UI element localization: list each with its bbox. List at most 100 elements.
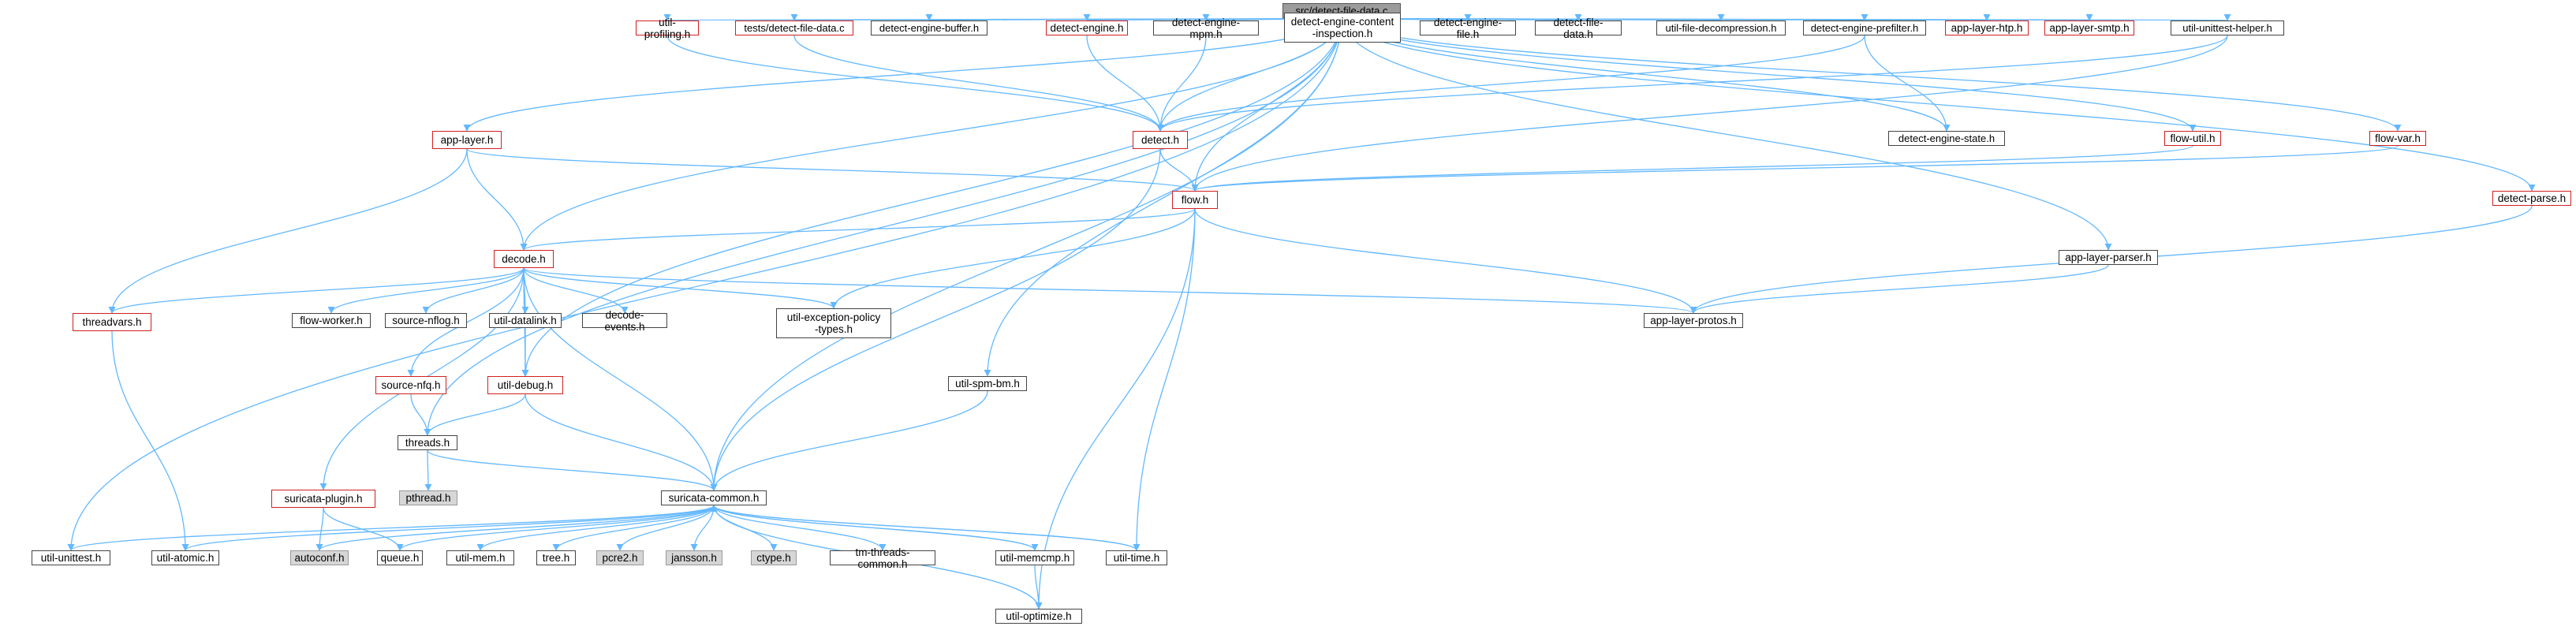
edge-app_layer-to-flow (466, 148, 1199, 192)
node-detect-file-data-h[interactable]: detect-file-data.h (1535, 17, 1622, 40)
node-suricata-common-h[interactable]: suricata-common.h (661, 490, 767, 505)
node-util-mem-h[interactable]: util-mem.h (446, 550, 514, 565)
edge-app_layer_parser-to-app_layer_protos (1689, 264, 2109, 314)
node-detect-engine-buffer-h[interactable]: detect-engine-buffer.h (871, 21, 987, 35)
node-app-layer-h[interactable]: app-layer.h (432, 131, 502, 149)
edge-app_layer-to-decode (466, 148, 528, 251)
edge-util_memcmp-to-util_optimize (1034, 565, 1043, 609)
edge-flow_util-to-flow (1191, 145, 2193, 192)
edge-root-to-app_layer_parser (1341, 17, 2112, 251)
edge-util_profiling-to-detect (666, 35, 1164, 132)
edge-detect-to-suricata_common (710, 148, 1161, 491)
edge-detect_engine-to-detect (1086, 35, 1164, 132)
node-threadvars-h[interactable]: threadvars.h (73, 313, 151, 331)
edge-root-to-util_unittest (67, 17, 1342, 551)
node-pthread-h[interactable]: pthread.h (399, 490, 457, 505)
edge-util_debug-to-threads (424, 393, 526, 436)
node-util-atomic-h[interactable]: util-atomic.h (151, 550, 219, 565)
node-source-nflog-h[interactable]: source-nflog.h (385, 313, 467, 328)
node-threads-h[interactable]: threads.h (398, 435, 457, 450)
edge-decode-to-util_exception_policy_types (523, 267, 838, 309)
node-tm-threads-common-h[interactable]: tm-threads-common.h (830, 546, 935, 570)
node-util-spm-bm-h[interactable]: util-spm-bm.h (948, 376, 1027, 391)
edge-flow_var-to-flow (1191, 145, 2399, 192)
edge-suricata_common-to-autoconf (315, 505, 715, 551)
node-detect-engine-prefilter-h[interactable]: detect-engine-prefilter.h (1803, 21, 1926, 35)
node-detect-engine-state-h[interactable]: detect-engine-state.h (1888, 131, 2005, 146)
node-ctype-h[interactable]: ctype.h (751, 550, 797, 565)
edge-flow-to-util_time (1133, 208, 1196, 551)
edge-flow-to-util_exception_policy_types (830, 208, 1196, 309)
node-tests-detect-file-data-c[interactable]: tests/detect-file-data.c (735, 21, 853, 35)
node-flow-var-h[interactable]: flow-var.h (2369, 131, 2426, 146)
edge-flow-to-app_layer_protos (1194, 208, 1697, 314)
node-source-nfq-h[interactable]: source-nfq.h (375, 376, 446, 394)
node-flow-h[interactable]: flow.h (1172, 191, 1218, 209)
node-detect-engine-content-inspection-h[interactable]: detect-engine-content -inspection.h (1284, 13, 1401, 43)
node-queue-h[interactable]: queue.h (377, 550, 423, 565)
node-flow-util-h[interactable]: flow-util.h (2164, 131, 2221, 146)
node-detect-h[interactable]: detect.h (1133, 131, 1188, 149)
node-tree-h[interactable]: tree.h (536, 550, 576, 565)
edge-app_layer-to-threadvars (108, 148, 468, 314)
node-util-unittest-h[interactable]: util-unittest.h (32, 550, 110, 565)
edge-root-to-util_spm_bm (984, 17, 1342, 377)
edge-tests_detect_file_data-to-detect (793, 35, 1164, 132)
node-util-optimize-h[interactable]: util-optimize.h (995, 609, 1082, 624)
node-util-exception-policy-types-h[interactable]: util-exception-policy -types.h (776, 308, 891, 338)
node-autoconf-h[interactable]: autoconf.h (290, 550, 349, 565)
node-jansson-h[interactable]: jansson.h (666, 550, 722, 565)
node-app-layer-parser-h[interactable]: app-layer-parser.h (2059, 250, 2158, 265)
edge-suricata_common-to-queue (396, 505, 715, 551)
node-util-time-h[interactable]: util-time.h (1106, 550, 1167, 565)
edge-root-to-decode (520, 17, 1342, 251)
node-detect-engine-h[interactable]: detect-engine.h (1046, 21, 1128, 35)
edge-decode-to-source_nflog (422, 267, 525, 314)
edge-root-to-util_debug (521, 17, 1342, 377)
node-util-unittest-helper-h[interactable]: util-unittest-helper.h (2171, 21, 2284, 35)
node-suricata-plugin-h[interactable]: suricata-plugin.h (271, 490, 375, 508)
node-detect-engine-mpm-h[interactable]: detect-engine-mpm.h (1153, 17, 1259, 40)
edge-detect_engine_prefilter-to-detect (1156, 35, 1865, 132)
node-pcre2-h[interactable]: pcre2.h (596, 550, 644, 565)
edge-decode-to-flow_worker (327, 267, 525, 314)
edge-suricata_common-to-util_unittest (67, 505, 715, 551)
node-app-layer-smtp-h[interactable]: app-layer-smtp.h (2044, 21, 2134, 35)
edge-suricata_common-to-util_atomic (181, 505, 715, 551)
edge-decode-to-app_layer_protos (523, 267, 1697, 314)
node-detect-parse-h[interactable]: detect-parse.h (2492, 191, 2571, 206)
edge-source_nfq-to-threads (410, 393, 431, 436)
edge-suricata_common-to-pcre2 (616, 505, 715, 551)
node-flow-worker-h[interactable]: flow-worker.h (292, 313, 371, 328)
node-detect-engine-file-h[interactable]: detect-engine-file.h (1420, 17, 1516, 40)
node-decode-events-h[interactable]: decode-events.h (582, 309, 667, 333)
edge-util_unittest_helper-to-flow (1191, 35, 2228, 192)
edge-util_unittest_helper-to-detect (1156, 35, 2228, 132)
edge-detect_engine_mpm-to-detect (1156, 35, 1207, 132)
edge-util_memcmp-to-suricata_common (710, 505, 1036, 551)
edge-threadvars-to-util_atomic (111, 330, 189, 551)
node-util-datalink-h[interactable]: util-datalink.h (489, 313, 562, 328)
edge-threads-to-suricata_common (427, 449, 718, 491)
edge-util_spm_bm-to-suricata_common (710, 390, 988, 491)
node-util-debug-h[interactable]: util-debug.h (487, 376, 563, 394)
edge-decode-to-threadvars (108, 267, 525, 314)
edge-threads-to-pthread (424, 449, 432, 491)
edge-root-to-threads (424, 17, 1342, 436)
edge-suricata_plugin-to-autoconf (315, 507, 324, 551)
dependency-edges (67, 10, 2536, 609)
edge-decode-to-decode_events (523, 267, 629, 314)
edge-flow-to-util_optimize (1035, 208, 1196, 609)
node-app-layer-htp-h[interactable]: app-layer-htp.h (1945, 21, 2029, 35)
edge-decode-to-suricata_common (523, 267, 718, 491)
node-util-profiling-h[interactable]: util-profiling.h (636, 17, 699, 40)
edge-util_debug-to-suricata_common (525, 393, 718, 491)
edge-suricata_common-to-util_mem (476, 505, 715, 551)
node-util-file-decompression-h[interactable]: util-file-decompression.h (1656, 21, 1786, 35)
node-decode-h[interactable]: decode.h (494, 250, 554, 268)
node-util-memcmp-h[interactable]: util-memcmp.h (995, 550, 1074, 565)
edge-suricata_common-to-tree (552, 505, 715, 551)
node-app-layer-protos-h[interactable]: app-layer-protos.h (1644, 313, 1743, 328)
edge-root-to-suricata_common (710, 17, 1342, 491)
edge-root-to-detect_parse (1341, 17, 2536, 192)
